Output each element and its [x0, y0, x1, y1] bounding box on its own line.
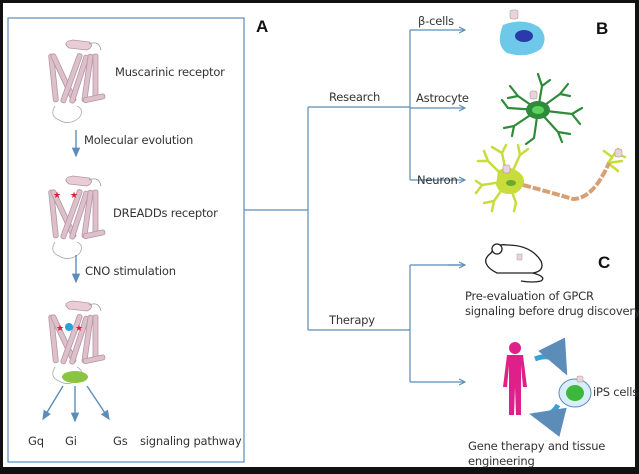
astrocyte-label: Astrocyte — [416, 91, 469, 105]
dreadds-mutation-stars-icon: ★ ★ — [53, 190, 78, 200]
panel-a-label: A — [256, 17, 269, 36]
svg-text:★: ★ — [56, 323, 64, 333]
branch-connectors — [244, 30, 465, 382]
gq-arrow — [42, 385, 64, 421]
cycle-arrow-bottom-icon — [529, 403, 567, 437]
cycle-arrow-top-icon — [534, 337, 568, 376]
pre-evaluation-label-line1: Pre-evaluation of GPCR — [465, 289, 594, 303]
pre-evaluation-label-line2: signaling before drug discovery — [465, 304, 639, 318]
diagram-svg: ★ ★ ★ ★ — [7, 9, 627, 463]
astrocyte-icon — [500, 72, 584, 146]
pathway-gi: Gi — [65, 434, 77, 448]
cno-bound-stars-icon: ★ ★ — [56, 323, 83, 333]
molecular-evolution-label: Molecular evolution — [84, 133, 194, 147]
dreadds-receptor-label: DREADDs receptor — [113, 206, 218, 220]
cno-stimulation-label: CNO stimulation — [85, 264, 176, 278]
gs-arrow — [86, 385, 110, 421]
beta-cell-icon — [499, 9, 545, 56]
ips-cell-icon — [558, 375, 592, 408]
dreadds-receptor-icon — [48, 175, 106, 259]
ips-cells-label: iPS cells — [593, 385, 639, 399]
muscarinic-receptor-label: Muscarinic receptor — [115, 65, 225, 79]
figure-canvas: ★ ★ ★ ★ — [3, 3, 639, 468]
beta-cells-label: β-cells — [418, 14, 454, 28]
research-label: Research — [329, 90, 381, 104]
pathway-gs: Gs — [113, 434, 128, 448]
pathway-gq: Gq — [28, 434, 44, 448]
gene-therapy-label-line1: Gene therapy and tissue — [468, 439, 606, 453]
panel-a-frame — [7, 17, 245, 463]
signaling-pathway-caption: signaling pathway — [140, 434, 242, 448]
gene-therapy-label-line2: engineering — [468, 454, 535, 468]
svg-text:★: ★ — [75, 323, 83, 333]
therapy-label: Therapy — [329, 313, 375, 327]
g-protein-icon — [62, 371, 88, 383]
neuron-icon — [474, 143, 627, 213]
human-figure-icon — [503, 342, 527, 415]
muscarinic-receptor-icon — [48, 39, 106, 123]
svg-text:★: ★ — [53, 190, 61, 200]
mouse-icon — [485, 243, 544, 283]
panel-c-label: C — [598, 253, 611, 272]
neuron-label: Neuron — [417, 173, 458, 187]
panel-b-label: B — [596, 19, 609, 38]
svg-text:★: ★ — [70, 190, 78, 200]
